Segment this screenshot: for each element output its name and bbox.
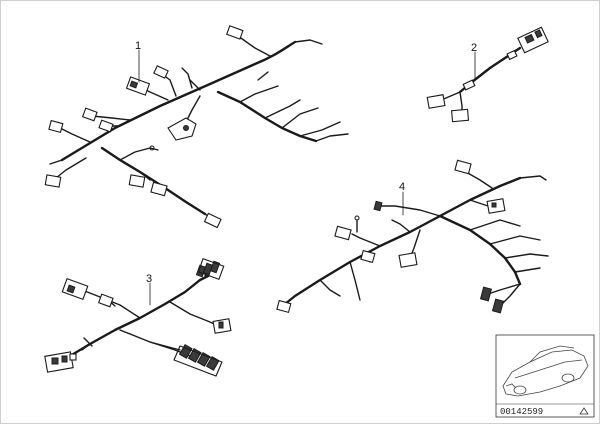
harness-2: [426, 26, 549, 123]
car-illustration: [502, 345, 589, 397]
part-label-2: 2: [471, 42, 477, 54]
diagram-code: 00142599: [500, 407, 543, 417]
vehicle-inset: 00142599: [495, 334, 595, 418]
part-label-4: 4: [399, 181, 405, 193]
part-label-1: 1: [135, 40, 141, 52]
part-label-3: 3: [146, 273, 152, 285]
harness-3: [44, 257, 232, 377]
harness-4: [276, 159, 549, 314]
harness-1: [44, 25, 349, 229]
triangle-icon: [579, 407, 589, 415]
